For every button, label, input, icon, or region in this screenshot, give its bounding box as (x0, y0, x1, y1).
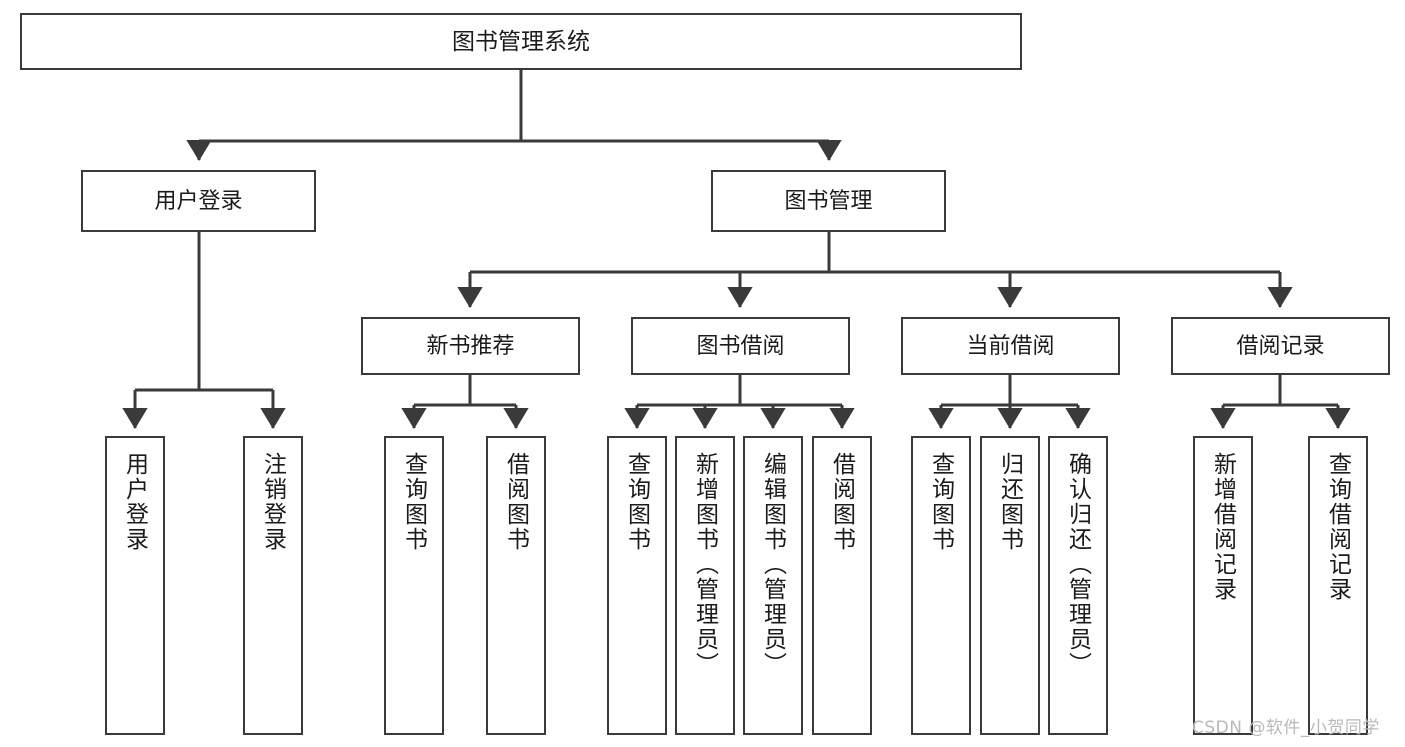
node-user-login-label: 用户登录 (154, 187, 243, 213)
node-leaf-query-record[interactable]: 查询借阅记录 (1308, 436, 1368, 735)
node-borrow-record[interactable]: 借阅记录 (1171, 317, 1390, 375)
node-root-label: 图书管理系统 (452, 27, 590, 54)
node-book-borrow[interactable]: 图书借阅 (631, 317, 850, 375)
node-leaf-edit-book-label: 编辑图书（管理员） (760, 452, 787, 677)
node-root[interactable]: 图书管理系统 (20, 13, 1022, 70)
node-leaf-borrow-book-2[interactable]: 借阅图书 (812, 436, 872, 735)
node-leaf-query-book-3[interactable]: 查询图书 (911, 436, 971, 735)
node-leaf-add-record-label: 新增借阅记录 (1210, 452, 1237, 602)
node-leaf-add-record[interactable]: 新增借阅记录 (1193, 436, 1253, 735)
node-book-borrow-label: 图书借阅 (696, 332, 785, 358)
node-borrow-record-label: 借阅记录 (1236, 332, 1325, 358)
node-leaf-return-book-label: 归还图书 (997, 452, 1024, 552)
node-leaf-add-book-label: 新增图书（管理员） (692, 452, 719, 677)
csdn-watermark: CSDN @软件_小贺同学 (1192, 718, 1380, 738)
node-leaf-edit-book[interactable]: 编辑图书（管理员） (743, 436, 803, 735)
node-leaf-confirm-return[interactable]: 确认归还（管理员） (1048, 436, 1108, 735)
node-leaf-query-book-1-label: 查询图书 (401, 452, 428, 552)
node-current-borrow[interactable]: 当前借阅 (901, 317, 1120, 375)
node-book-management[interactable]: 图书管理 (711, 170, 946, 232)
node-new-book-recommend-label: 新书推荐 (426, 332, 515, 358)
node-leaf-return-book[interactable]: 归还图书 (980, 436, 1040, 735)
node-leaf-query-book-2[interactable]: 查询图书 (607, 436, 667, 735)
node-new-book-recommend[interactable]: 新书推荐 (361, 317, 580, 375)
node-book-management-label: 图书管理 (784, 187, 873, 213)
node-leaf-query-record-label: 查询借阅记录 (1325, 452, 1352, 602)
node-leaf-user-login[interactable]: 用户登录 (105, 436, 165, 735)
node-leaf-borrow-book-1[interactable]: 借阅图书 (486, 436, 546, 735)
node-user-login[interactable]: 用户登录 (81, 170, 316, 232)
node-leaf-query-book-2-label: 查询图书 (624, 452, 651, 552)
node-current-borrow-label: 当前借阅 (966, 332, 1055, 358)
node-leaf-borrow-book-1-label: 借阅图书 (503, 452, 530, 552)
node-leaf-add-book[interactable]: 新增图书（管理员） (675, 436, 735, 735)
node-leaf-user-logout-label: 注销登录 (260, 452, 287, 552)
node-leaf-user-logout[interactable]: 注销登录 (243, 436, 303, 735)
node-leaf-borrow-book-2-label: 借阅图书 (829, 452, 856, 552)
node-leaf-query-book-1[interactable]: 查询图书 (384, 436, 444, 735)
node-leaf-confirm-return-label: 确认归还（管理员） (1065, 452, 1092, 677)
node-leaf-user-login-label: 用户登录 (122, 452, 149, 552)
node-leaf-query-book-3-label: 查询图书 (928, 452, 955, 552)
